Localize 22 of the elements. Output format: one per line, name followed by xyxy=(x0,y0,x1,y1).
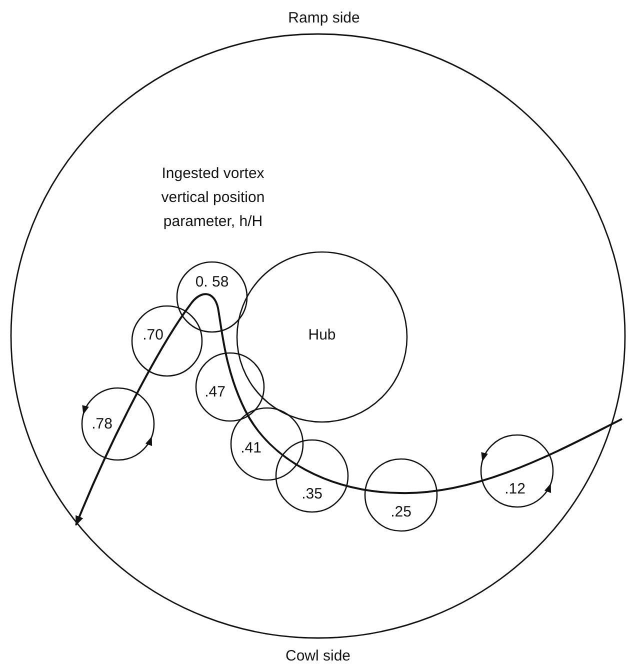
side-label: Cowl side xyxy=(285,648,351,664)
vortex-circle xyxy=(481,435,553,507)
duct-circle xyxy=(10,33,626,639)
position-value: .70 xyxy=(142,328,164,342)
vortex-circle xyxy=(177,262,247,332)
position-value: 0. 58 xyxy=(195,274,229,290)
vortex-circle xyxy=(132,306,202,376)
position-value: .12 xyxy=(504,482,526,496)
position-value: .78 xyxy=(92,416,112,432)
vortex-circle xyxy=(231,408,303,480)
vortex-circle xyxy=(82,388,154,460)
position-value: .47 xyxy=(204,384,226,400)
vortex-circle xyxy=(276,440,348,512)
vortex-circle xyxy=(365,459,437,531)
hub-circle xyxy=(237,252,407,422)
vortex-circle xyxy=(196,353,264,421)
hub-label: Hub xyxy=(308,328,336,342)
position-value: .25 xyxy=(390,504,412,520)
position-value: .41 xyxy=(240,440,262,456)
parameter-label: Ingested vortex vertical position parameter, h/H xyxy=(160,164,266,232)
side-label: Ramp side xyxy=(288,10,360,26)
position-value: .35 xyxy=(302,486,322,502)
